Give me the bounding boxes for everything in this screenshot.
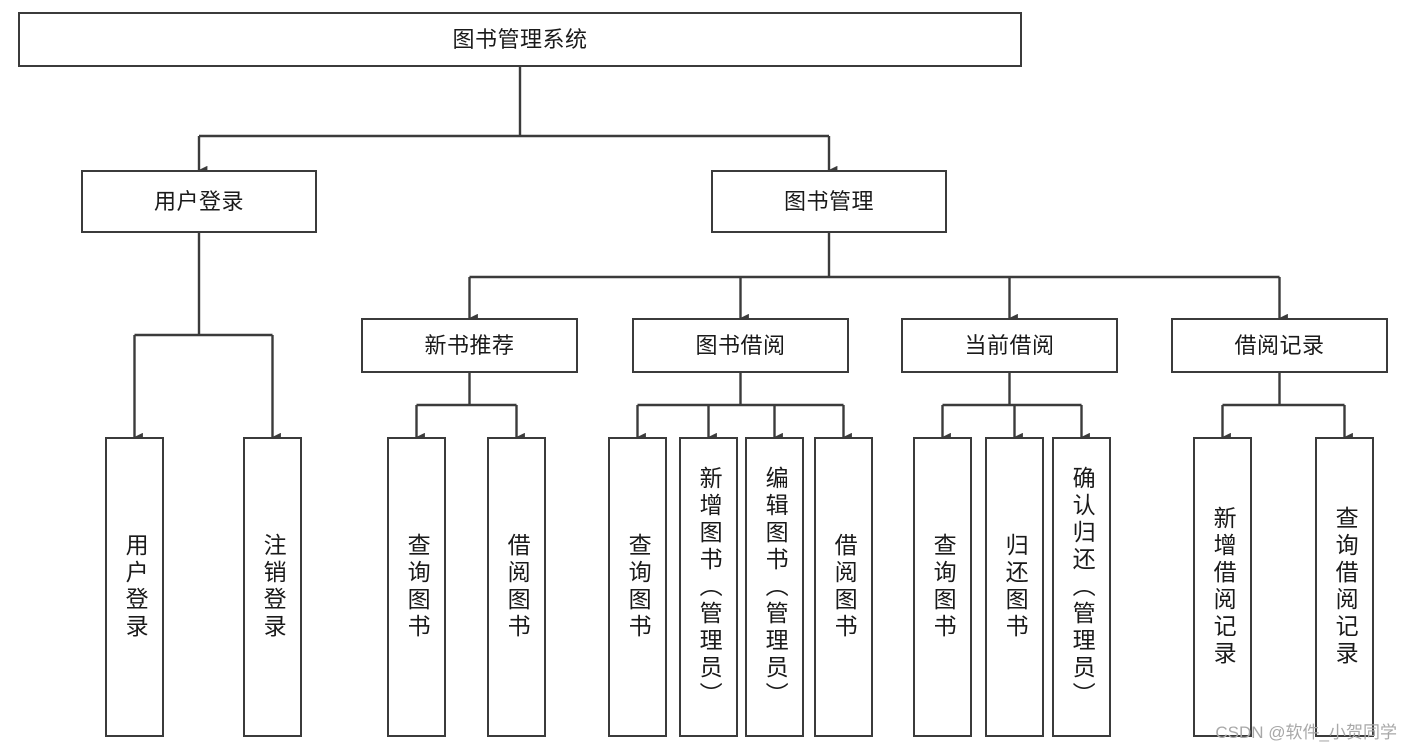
node-label-leaf-logout: 注销登录 xyxy=(260,533,287,641)
node-label-new-book-rec: 新书推荐 xyxy=(424,332,515,358)
node-label-leaf-borrow-2: 借阅图书 xyxy=(831,533,858,641)
node-leaf-confirm[interactable]: 确认归还（管理员） xyxy=(1052,437,1111,737)
node-label-leaf-return: 归还图书 xyxy=(1002,533,1029,641)
node-label-leaf-query-1: 查询图书 xyxy=(404,533,431,641)
node-leaf-return[interactable]: 归还图书 xyxy=(985,437,1044,737)
node-label-user-login: 用户登录 xyxy=(153,188,244,214)
node-user-login[interactable]: 用户登录 xyxy=(81,170,317,233)
node-leaf-query-3[interactable]: 查询图书 xyxy=(913,437,972,737)
node-root[interactable]: 图书管理系统 xyxy=(18,12,1022,67)
connector-group xyxy=(133,67,1353,442)
node-book-borrow[interactable]: 图书借阅 xyxy=(632,318,849,373)
node-leaf-query-rec[interactable]: 查询借阅记录 xyxy=(1315,437,1374,737)
node-label-leaf-query-2: 查询图书 xyxy=(625,533,652,641)
node-leaf-add-book[interactable]: 新增图书（管理员） xyxy=(679,437,738,737)
node-leaf-user-login[interactable]: 用户登录 xyxy=(105,437,164,737)
node-label-leaf-edit-book: 编辑图书（管理员） xyxy=(762,465,789,709)
node-label-leaf-query-3: 查询图书 xyxy=(930,533,957,641)
node-label-borrow-record: 借阅记录 xyxy=(1234,332,1325,358)
node-label-leaf-borrow-1: 借阅图书 xyxy=(504,533,531,641)
node-label-leaf-add-record: 新增借阅记录 xyxy=(1210,506,1237,668)
node-leaf-borrow-2[interactable]: 借阅图书 xyxy=(814,437,873,737)
node-label-leaf-user-login: 用户登录 xyxy=(122,533,149,641)
node-leaf-borrow-1[interactable]: 借阅图书 xyxy=(487,437,546,737)
node-current-borrow[interactable]: 当前借阅 xyxy=(901,318,1118,373)
node-label-book-manage: 图书管理 xyxy=(783,188,874,214)
node-book-manage[interactable]: 图书管理 xyxy=(711,170,947,233)
node-label-leaf-query-rec: 查询借阅记录 xyxy=(1332,506,1359,668)
node-leaf-query-1[interactable]: 查询图书 xyxy=(387,437,446,737)
node-label-root: 图书管理系统 xyxy=(452,26,588,52)
node-label-leaf-confirm: 确认归还（管理员） xyxy=(1069,465,1096,709)
node-leaf-logout[interactable]: 注销登录 xyxy=(243,437,302,737)
node-label-leaf-add-book: 新增图书（管理员） xyxy=(696,465,723,709)
node-new-book-rec[interactable]: 新书推荐 xyxy=(361,318,578,373)
node-leaf-edit-book[interactable]: 编辑图书（管理员） xyxy=(745,437,804,737)
node-borrow-record[interactable]: 借阅记录 xyxy=(1171,318,1388,373)
node-label-book-borrow: 图书借阅 xyxy=(695,332,786,358)
node-leaf-query-2[interactable]: 查询图书 xyxy=(608,437,667,737)
node-leaf-add-record[interactable]: 新增借阅记录 xyxy=(1193,437,1252,737)
node-label-current-borrow: 当前借阅 xyxy=(964,332,1055,358)
